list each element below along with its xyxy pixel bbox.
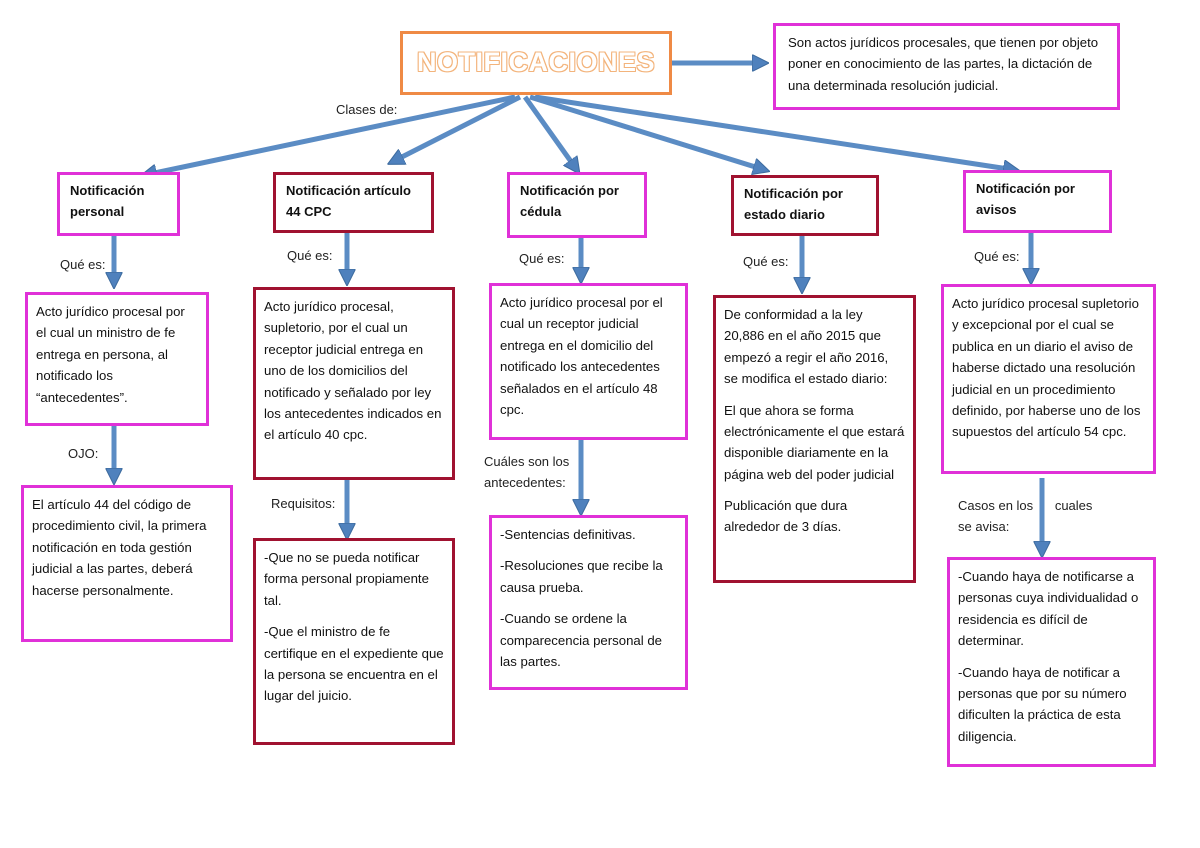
que-es-avisos: Acto jurídico procesal supletorio y exce… bbox=[941, 284, 1156, 474]
page-title: NOTIFICACIONES bbox=[416, 47, 655, 78]
header-label: Notificación artículo 44 CPC bbox=[286, 183, 411, 220]
header-label: Notificación por cédula bbox=[520, 183, 619, 220]
que-es-text: Acto jurídico procesal, supletorio, por … bbox=[264, 299, 442, 443]
que-es-text: Acto jurídico procesal por el cual un re… bbox=[500, 295, 663, 417]
arrow-title-to-estado bbox=[529, 94, 765, 170]
que-es-art44: Acto jurídico procesal, supletorio, por … bbox=[253, 287, 455, 480]
arrow-title-to-art44 bbox=[392, 94, 522, 162]
requisito-item: -Que el ministro de fe certifique en el … bbox=[264, 624, 444, 704]
ojo-box: El artículo 44 del código de procedimien… bbox=[21, 485, 233, 642]
header-notificacion-avisos: Notificación por avisos bbox=[963, 170, 1112, 233]
que-es-personal: Acto jurídico procesal por el cual un mi… bbox=[25, 292, 209, 426]
clases-label: Clases de: bbox=[336, 102, 398, 117]
ojo-text: El artículo 44 del código de procedimien… bbox=[32, 497, 207, 598]
header-label: Notificación por avisos bbox=[976, 181, 1075, 218]
requisitos-label: Requisitos: bbox=[271, 496, 336, 511]
arrow-title-to-avisos bbox=[534, 94, 1015, 170]
header-label: Notificación personal bbox=[70, 183, 145, 220]
antecedente-item: -Cuando se ordene la comparecencia perso… bbox=[500, 611, 663, 669]
definition-text: Son actos jurídicos procesales, que tien… bbox=[788, 35, 1099, 93]
arrow-title-to-cedula bbox=[522, 95, 577, 170]
antecedentes-box: -Sentencias definitivas. -Resoluciones q… bbox=[489, 515, 688, 690]
header-notificacion-art44: Notificación artículo 44 CPC bbox=[273, 172, 434, 233]
que-es-label: Qué es: bbox=[519, 251, 565, 266]
requisitos-box: -Que no se pueda notificar forma persona… bbox=[253, 538, 455, 745]
casos-label: Casos en los cuales se avisa: bbox=[958, 498, 1097, 534]
header-notificacion-personal: Notificación personal bbox=[57, 172, 180, 236]
ojo-label: OJO: bbox=[68, 446, 99, 461]
caso-item: -Cuando haya de notificarse a personas c… bbox=[958, 569, 1139, 649]
estado-paragraph: El que ahora se forma electrónicamente e… bbox=[724, 402, 905, 482]
que-es-label: Qué es: bbox=[60, 257, 106, 272]
que-es-label: Qué es: bbox=[974, 249, 1020, 264]
casos-box: -Cuando haya de notificarse a personas c… bbox=[947, 557, 1156, 767]
header-notificacion-cedula: Notificación por cédula bbox=[507, 172, 647, 238]
que-es-estado-diario: De conformidad a la ley 20,886 en el año… bbox=[713, 295, 916, 583]
que-es-text: Acto jurídico procesal supletorio y exce… bbox=[952, 296, 1141, 440]
antecedente-item: -Resoluciones que recibe la causa prueba… bbox=[500, 558, 663, 595]
title-box: NOTIFICACIONES bbox=[400, 31, 672, 95]
que-es-label: Qué es: bbox=[287, 248, 333, 263]
que-es-label: Qué es: bbox=[743, 254, 789, 269]
arrow-title-to-personal bbox=[145, 94, 516, 175]
header-notificacion-estado-diario: Notificación por estado diario bbox=[731, 175, 879, 236]
que-es-text: Acto jurídico procesal por el cual un mi… bbox=[36, 304, 185, 405]
header-label: Notificación por estado diario bbox=[744, 186, 843, 223]
caso-item: -Cuando haya de notificar a personas que… bbox=[958, 664, 1127, 744]
estado-paragraph: Publicación que dura alrededor de 3 días… bbox=[724, 498, 848, 535]
antecedentes-label: Cuáles son los antecedentes: bbox=[484, 454, 570, 490]
estado-paragraph: De conformidad a la ley 20,886 en el año… bbox=[724, 307, 889, 387]
requisito-item: -Que no se pueda notificar forma persona… bbox=[264, 550, 429, 608]
definition-box: Son actos jurídicos procesales, que tien… bbox=[773, 23, 1120, 110]
antecedente-item: -Sentencias definitivas. bbox=[500, 527, 636, 542]
que-es-cedula: Acto jurídico procesal por el cual un re… bbox=[489, 283, 688, 440]
